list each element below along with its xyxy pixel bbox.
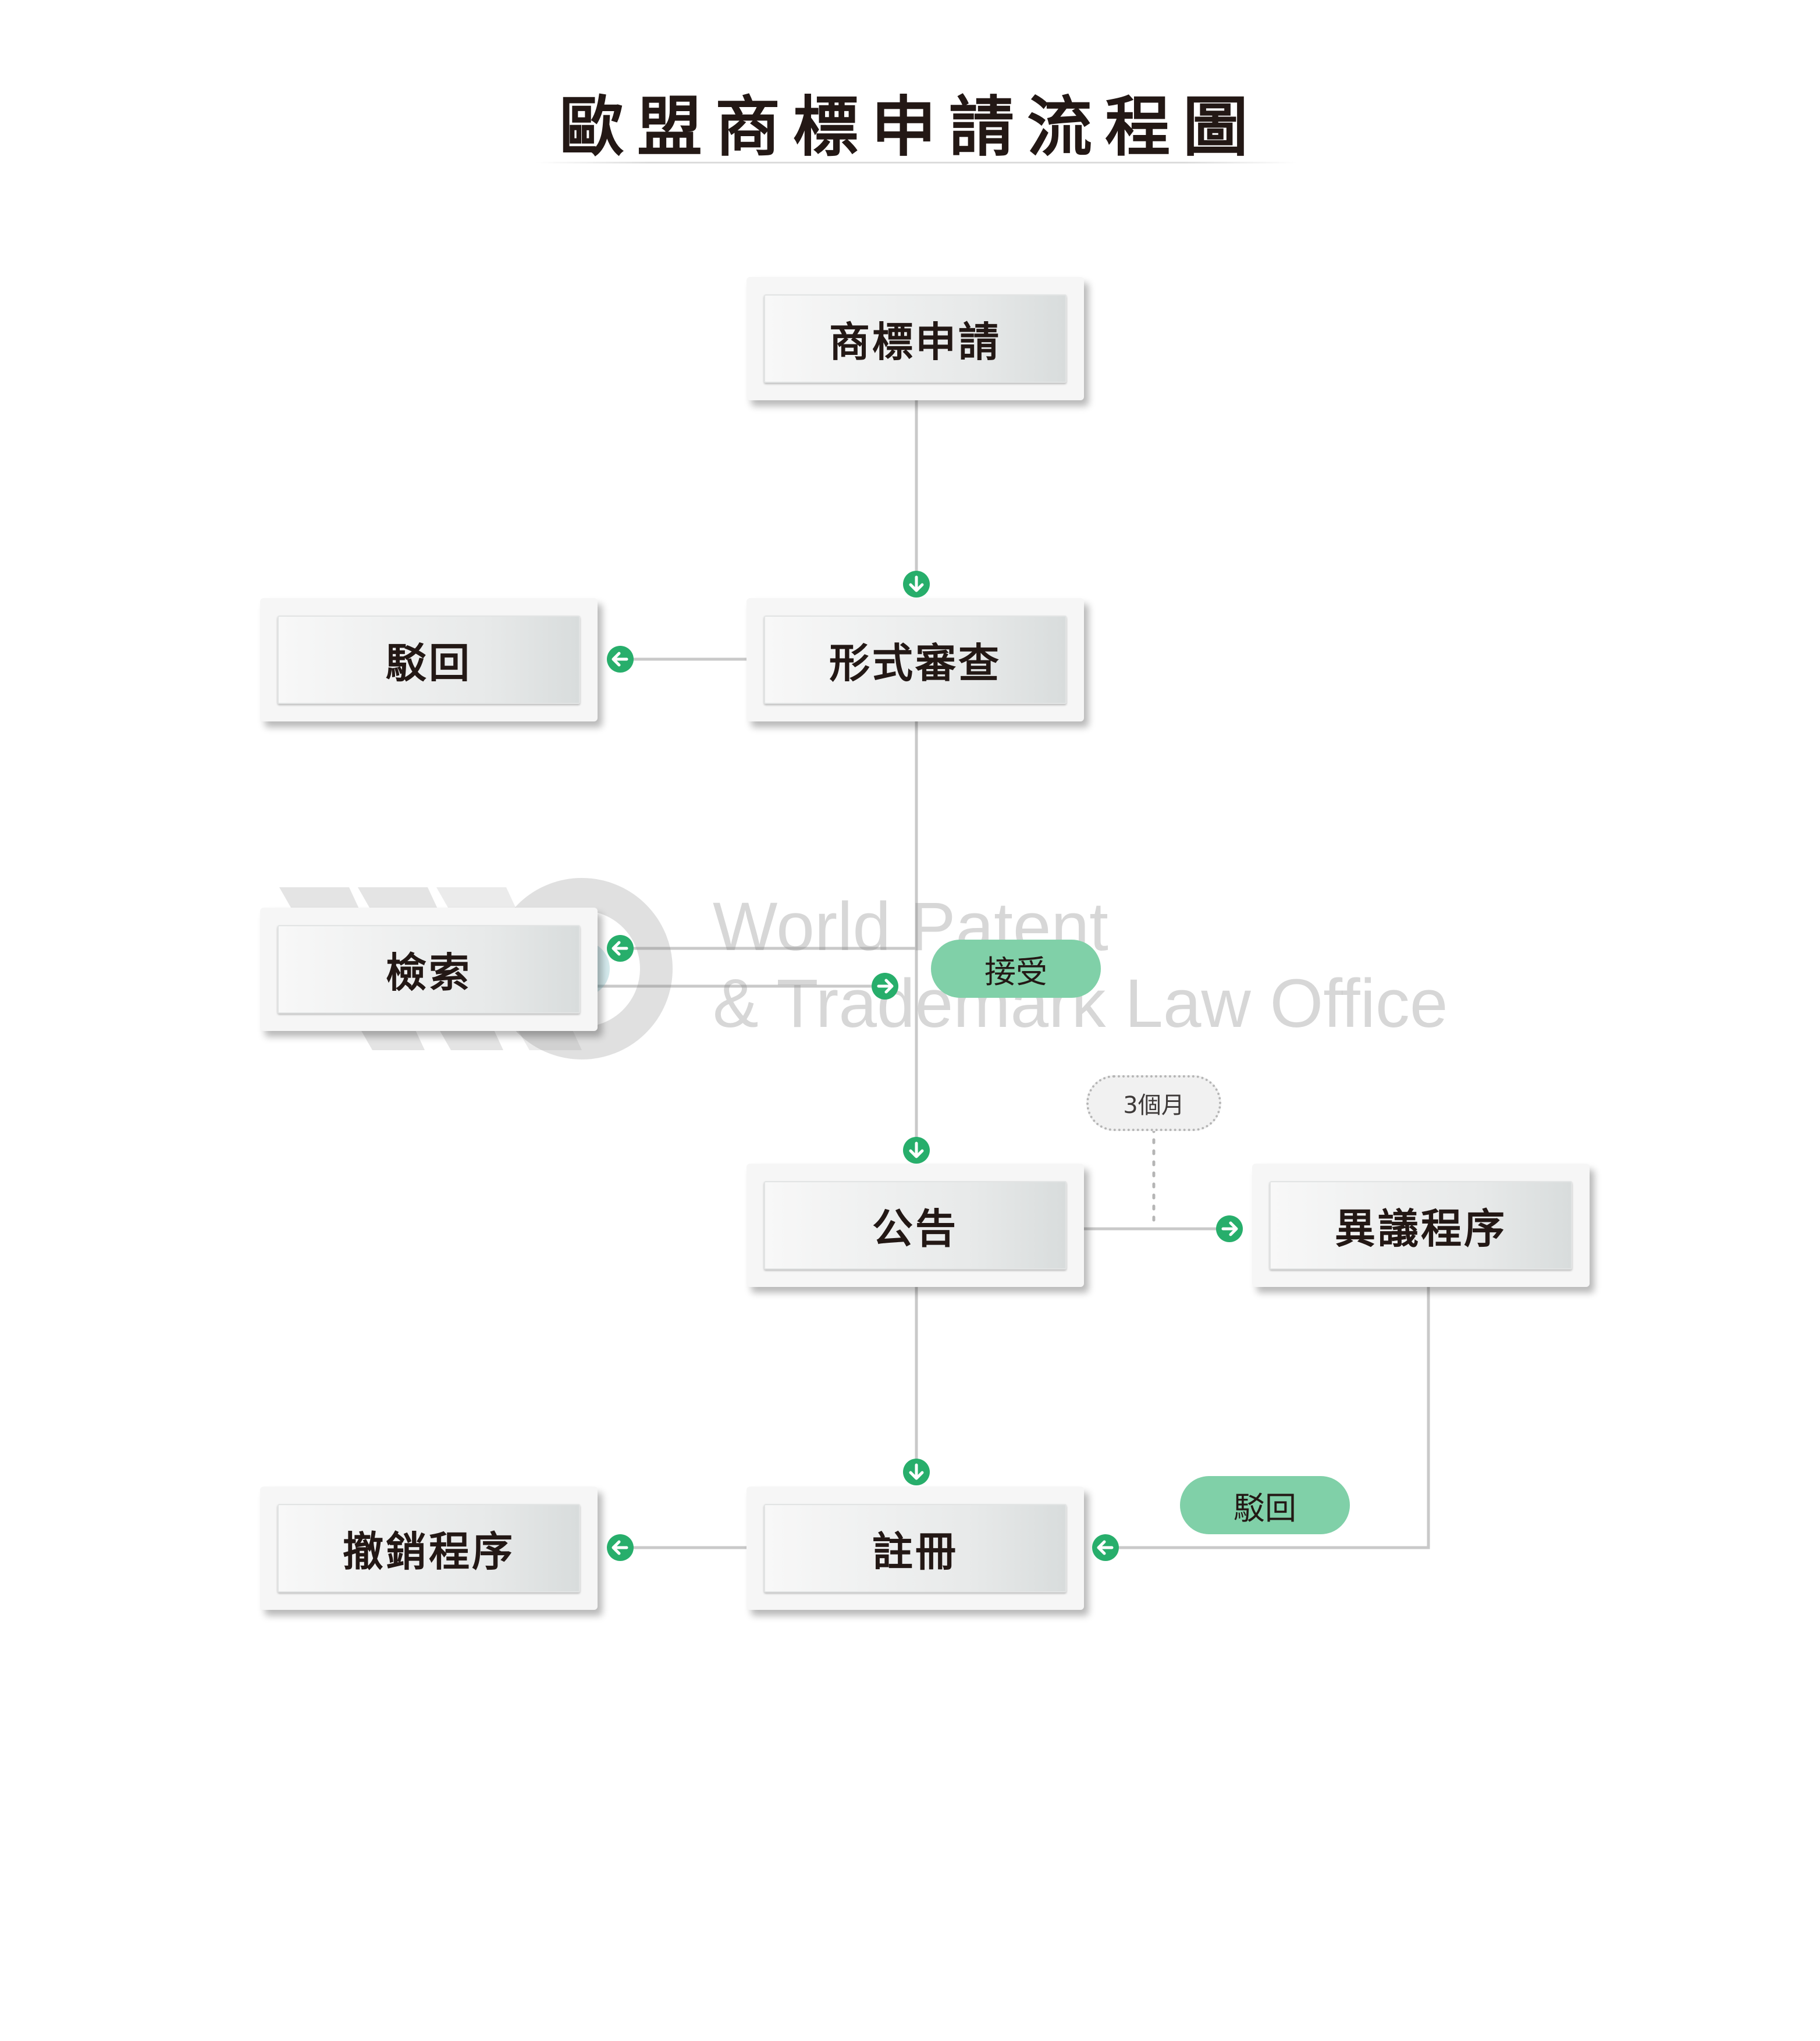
node-apply: 商標申請	[747, 277, 1084, 400]
node-cancellation: 撤銷程序	[260, 1487, 598, 1610]
arrow-down-icon	[903, 571, 930, 598]
reject-pill: 駁回	[1180, 1476, 1350, 1534]
accept-pill: 接受	[931, 940, 1101, 998]
arrow-left-icon	[607, 1534, 634, 1561]
node-cancellation-label: 撤銷程序	[343, 1527, 515, 1576]
node-formal-exam-label: 形式審查	[829, 639, 1001, 687]
page-title: 歐盟商標申請流程圖	[559, 90, 1261, 165]
arrow-right-icon	[1216, 1215, 1243, 1242]
node-publication-label: 公告	[872, 1204, 958, 1253]
arrow-left-icon	[1092, 1534, 1119, 1561]
node-registration-label: 註冊	[872, 1527, 958, 1576]
arrow-left-icon	[607, 935, 634, 962]
node-reject-label: 駁回	[386, 639, 472, 687]
node-search-label: 檢索	[386, 948, 472, 997]
node-publication: 公告	[747, 1164, 1084, 1287]
connector-opposition-to-registration	[1116, 1286, 1430, 1549]
node-formal-exam: 形式審查	[747, 598, 1084, 721]
node-registration: 註冊	[747, 1487, 1084, 1610]
node-opposition: 異議程序	[1252, 1164, 1590, 1287]
node-reject: 駁回	[260, 598, 598, 721]
node-opposition-label: 異議程序	[1335, 1204, 1507, 1253]
arrow-down-icon	[903, 1459, 930, 1485]
arrow-down-icon	[903, 1137, 930, 1164]
arrow-left-icon	[607, 646, 634, 673]
title-divider	[535, 162, 1298, 163]
node-search: 檢索	[260, 908, 598, 1031]
arrow-right-icon	[872, 973, 898, 1000]
period-pill: 3個月	[1086, 1075, 1221, 1131]
node-apply-label: 商標申請	[829, 318, 1001, 366]
